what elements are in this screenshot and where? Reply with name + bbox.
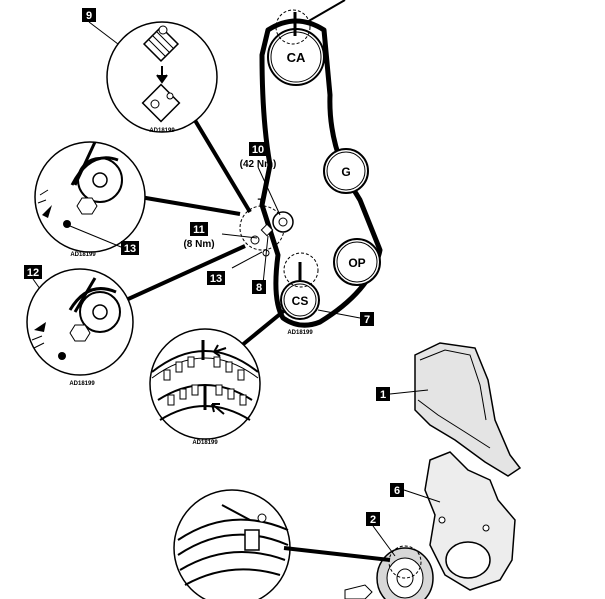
detail-tensioner-magnifier (34, 141, 146, 253)
crankshaft-pulley-assembly (344, 545, 434, 599)
figure-code-main: AD18199 (287, 330, 313, 336)
callout-12: 12 (24, 265, 42, 279)
torque-tensioner-bolt: (42 Nm) (240, 159, 277, 170)
crankshaft-label: CS (292, 294, 309, 308)
callout-6: 6 (390, 483, 404, 497)
svg-text:9: 9 (86, 10, 92, 22)
leader-10 (257, 166, 281, 216)
leader-11 (221, 233, 258, 239)
detail-sprocket-magnifier (149, 328, 261, 440)
callout-2: 2 (366, 512, 380, 526)
connector-detail-9 (188, 110, 252, 214)
svg-text:2: 2 (370, 514, 376, 526)
detail-9-magnifier (106, 21, 218, 133)
callout-13-main: 13 (207, 271, 225, 285)
crankshaft-pulley: CS (280, 280, 320, 320)
figure-code-detail-12: AD18199 (69, 381, 95, 387)
connector-detail-top-left (139, 195, 241, 216)
camshaft-pulley: CA (267, 28, 325, 86)
leader-7 (317, 309, 361, 319)
figure-code-detail-sprocket: AD18199 (192, 440, 218, 446)
detail-crank-pulley-magnifier (173, 489, 291, 599)
timing-belt (259, 18, 383, 328)
tensioner-assembly: T (239, 197, 294, 257)
crankshaft-timing-mark-zoom (283, 252, 319, 288)
figure-code-detail-top-left: AD18199 (70, 252, 96, 258)
callout-10: 10 (249, 142, 267, 156)
callout-8: 8 (252, 280, 266, 294)
callout-9: 9 (82, 8, 96, 22)
callout-11: 11 (190, 222, 208, 236)
camshaft-leader-line (306, 0, 346, 23)
svg-text:7: 7 (364, 314, 370, 326)
oil-pump-pulley: OP (333, 238, 381, 286)
svg-text:6: 6 (394, 485, 400, 497)
svg-text:13: 13 (124, 243, 136, 255)
tensioner-label: T (258, 197, 265, 209)
camshaft-label: CA (287, 50, 306, 65)
svg-text:8: 8 (256, 282, 262, 294)
callout-7: 7 (360, 312, 374, 326)
connector-crank-detail (283, 546, 391, 562)
connector-detail-12 (125, 244, 246, 302)
svg-text:1: 1 (380, 389, 386, 401)
camshaft-timing-mark-zoom (275, 9, 311, 45)
oil-pump-label: OP (348, 256, 365, 270)
leader-8 (262, 235, 269, 285)
leader-13b (231, 251, 263, 269)
callout-1: 1 (376, 387, 390, 401)
svg-text:13: 13 (210, 273, 222, 285)
svg-text:11: 11 (193, 224, 205, 236)
torque-tensioner-stud: (8 Nm) (183, 239, 214, 250)
guide-label: G (341, 165, 350, 179)
callout-13-detail: 13 (121, 241, 139, 255)
upper-timing-cover (414, 342, 522, 477)
svg-text:10: 10 (252, 144, 264, 156)
rear-timing-cover (424, 451, 516, 591)
guide-pulley: G (323, 148, 369, 194)
figure-code-detail-9: AD18199 (149, 128, 175, 134)
detail-12-magnifier (26, 268, 134, 376)
svg-text:12: 12 (27, 267, 39, 279)
